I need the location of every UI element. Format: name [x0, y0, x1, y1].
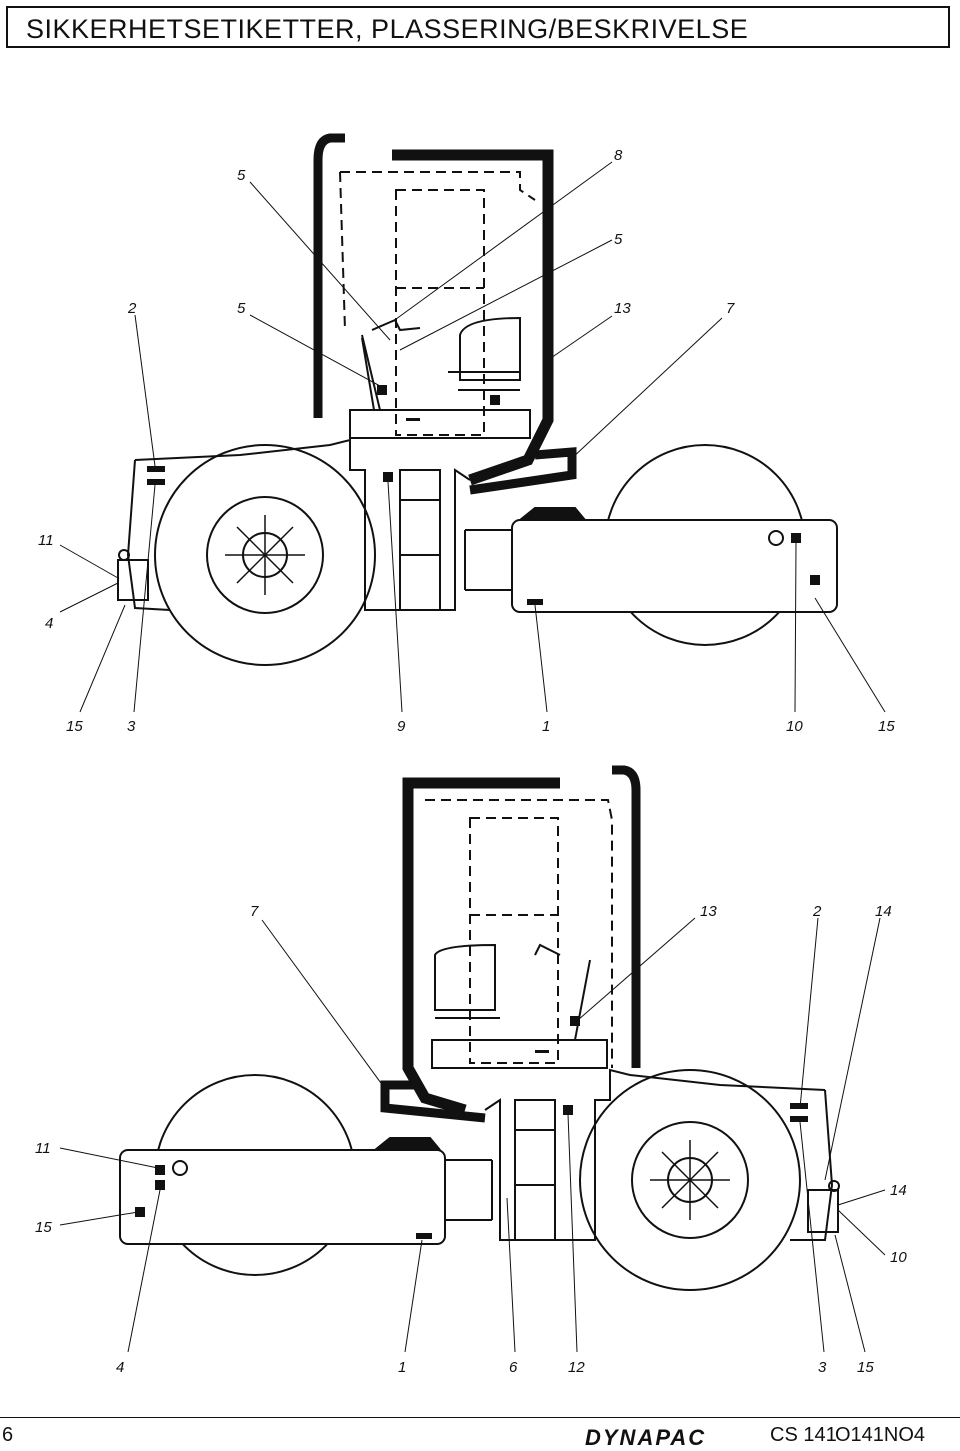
bottom-label: 13 — [700, 903, 717, 920]
top-label: 3 — [127, 718, 136, 735]
top-roller-drawing — [117, 133, 838, 666]
top-label: 11 — [38, 532, 54, 549]
top-label: 9 — [397, 718, 406, 735]
brand-logo: DYNAPAC — [585, 1425, 707, 1450]
top-label: 5 — [614, 231, 623, 248]
top-label: 5 — [237, 300, 246, 317]
top-leader-lines — [59, 161, 886, 713]
bottom-leader-lines — [59, 917, 886, 1353]
bottom-label: 14 — [890, 1182, 907, 1199]
bottom-labels: 7 13 2 14 11 14 15 10 4 1 6 12 3 15 — [35, 903, 907, 1376]
top-label: 15 — [878, 718, 895, 735]
title-box: SIKKERHETSETIKETTER, PLASSERING/BESKRIVE… — [6, 6, 950, 48]
bottom-label: 4 — [116, 1359, 124, 1376]
bottom-label-markers — [135, 1016, 808, 1239]
top-label: 2 — [127, 300, 137, 317]
bottom-label: 12 — [568, 1359, 585, 1376]
page-number: 6 — [2, 1424, 14, 1446]
document-code: O141NO4 — [835, 1424, 926, 1446]
top-labels: 5 8 5 2 5 13 7 11 4 15 3 9 1 10 15 — [38, 147, 895, 735]
bottom-label: 2 — [812, 903, 822, 920]
top-label: 13 — [614, 300, 631, 317]
page-title: SIKKERHETSETIKETTER, PLASSERING/BESKRIVE… — [26, 14, 749, 44]
bottom-label: 7 — [250, 903, 259, 920]
bottom-label: 15 — [857, 1359, 874, 1376]
top-label: 8 — [614, 147, 623, 164]
top-label: 5 — [237, 167, 246, 184]
model-name: CS 141 — [770, 1424, 837, 1446]
top-label: 15 — [66, 718, 83, 735]
bottom-roller-drawing — [119, 765, 840, 1291]
bottom-label: 14 — [875, 903, 892, 920]
bottom-label: 6 — [509, 1359, 518, 1376]
bottom-label: 10 — [890, 1249, 907, 1266]
top-label: 7 — [726, 300, 735, 317]
bottom-label: 1 — [398, 1359, 406, 1376]
top-label-markers — [147, 385, 820, 605]
bottom-label: 15 — [35, 1219, 52, 1236]
top-label: 1 — [542, 718, 550, 735]
bottom-label: 11 — [35, 1140, 51, 1157]
top-label: 4 — [45, 615, 53, 632]
footer-rule — [0, 1417, 960, 1418]
bottom-label: 3 — [818, 1359, 827, 1376]
top-label: 10 — [786, 718, 803, 735]
